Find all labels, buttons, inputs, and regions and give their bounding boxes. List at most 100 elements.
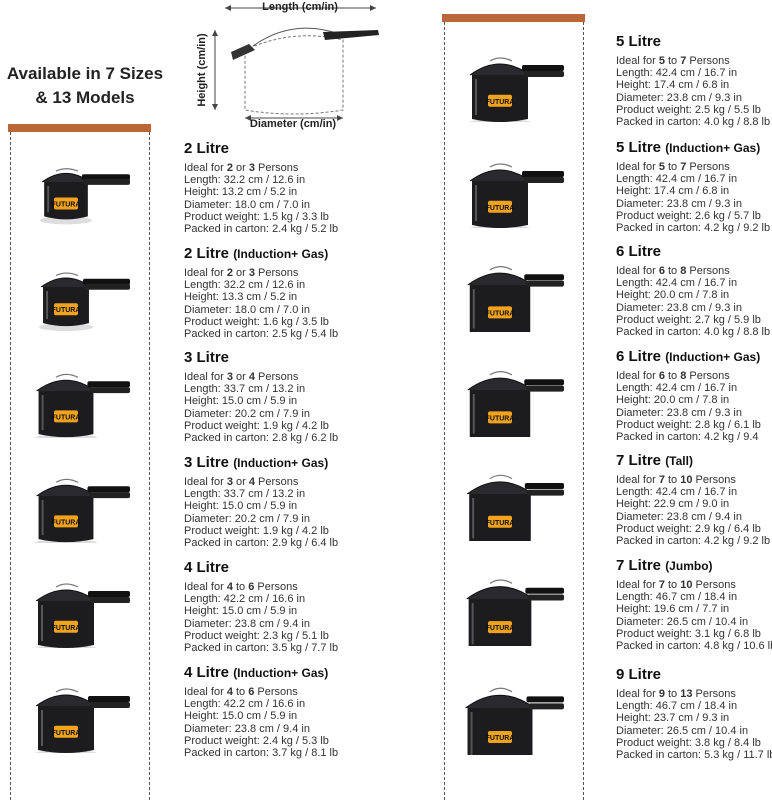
height-line: Height: 15.0 cm / 5.9 in [184, 395, 298, 408]
right-model-5-brand-text: FUTURA [486, 625, 515, 632]
diameter-line: Diameter: 23.8 cm / 9.3 in [616, 91, 742, 104]
carton-line: Packed in carton: 2.5 kg / 5.4 lb [184, 328, 339, 341]
diameter-line: Diameter: 23.8 cm / 9.4 in [184, 722, 310, 735]
right-model-3-handle-top [524, 379, 564, 386]
left-model-4-lid [35, 589, 97, 602]
left-model-4-specs: 4 Litre Ideal for 4 to 6 Persons Length:… [184, 559, 414, 654]
height-line: Height: 19.6 cm / 7.7 in [616, 603, 730, 616]
main-handle [323, 30, 379, 40]
model-title: 2 Litre [184, 140, 230, 157]
right-model-3-lid [467, 377, 533, 391]
left-model-5-specs: 4 Litre (Induction+ Gas) Ideal for 4 to … [184, 664, 414, 759]
right-model-6-brand-badge [488, 730, 512, 743]
left-model-3-handle-top [87, 486, 130, 493]
carton-line: Packed in carton: 4.8 kg / 10.6 lb [616, 640, 772, 653]
right-model-5-image: FUTURA [448, 551, 573, 657]
left-column-frame [10, 132, 150, 800]
left-model-0-shadow [40, 216, 92, 225]
right-model-0-handle-bottom [524, 71, 564, 77]
model-title: 4 Litre (Induction+ Gas) [184, 664, 329, 681]
model-title: 3 Litre [184, 349, 230, 366]
right-model-6-specs: 9 Litre Ideal for 9 to 13 Persons Length… [616, 666, 772, 761]
left-model-0-handle-bottom [83, 178, 130, 185]
weight-line: Product weight: 2.3 kg / 5.1 lb [184, 629, 329, 642]
left-model-4-image: FUTURA [14, 553, 139, 653]
diameter-line: Diameter: 18.0 cm / 7.0 in [184, 198, 310, 211]
right-column-frame [444, 22, 584, 800]
left-model-4-brand-badge [54, 620, 78, 633]
right-model-2-handle-top [524, 274, 564, 281]
right-model-0-lid [469, 63, 531, 76]
right-model-2-lid [467, 272, 533, 286]
ideal-for-line: Ideal for 4 to 6 Persons [184, 581, 298, 593]
left-column-bar [8, 124, 151, 132]
ideal-for-line: Ideal for 4 to 6 Persons [184, 686, 298, 698]
side-handle [231, 44, 255, 60]
length-line: Length: 46.7 cm / 18.4 in [616, 700, 738, 713]
right-model-1-image: FUTURA [448, 133, 573, 233]
left-model-2-image: FUTURA [14, 343, 139, 443]
left-model-4-brand-text: FUTURA [52, 625, 81, 632]
ideal-for-line: Ideal for 3 or 4 Persons [184, 371, 299, 383]
ideal-for-line: Ideal for 9 to 13 Persons [616, 688, 736, 700]
left-model-2-lid [36, 379, 96, 392]
left-model-5-handle-top [88, 696, 130, 702]
headline-line-1: Available in 7 Sizes [6, 64, 164, 83]
model-title: 7 Litre (Jumbo) [616, 557, 713, 574]
weight-line: Product weight: 3.1 kg / 6.8 lb [616, 627, 761, 640]
right-model-2-specs: 6 Litre Ideal for 6 to 8 Persons Length:… [616, 243, 772, 338]
left-model-3-image: FUTURA [14, 448, 139, 548]
diameter-line: Diameter: 23.8 cm / 9.4 in [616, 510, 742, 523]
weight-line: Product weight: 1.9 kg / 4.2 lb [184, 419, 329, 432]
right-model-2-image: FUTURA [448, 237, 573, 341]
left-model-0-brand-badge [54, 197, 78, 210]
ideal-for-line: Ideal for 3 or 4 Persons [184, 476, 299, 488]
height-line: Height: 22.9 cm / 9.0 in [616, 498, 730, 511]
height-line: Height: 23.7 cm / 9.3 in [616, 712, 730, 725]
carton-line: Packed in carton: 4.2 kg / 9.2 lb [616, 222, 771, 235]
model-title: 2 Litre (Induction+ Gas) [184, 245, 329, 262]
right-model-6-handle-bottom [528, 703, 564, 710]
length-label: Length (cm/in) [262, 1, 338, 13]
right-model-1-lid [469, 169, 531, 182]
model-title: 4 Litre [184, 559, 230, 576]
left-model-2-specs: 3 Litre Ideal for 3 or 4 Persons Length:… [184, 349, 414, 444]
diameter-line: Diameter: 20.2 cm / 7.9 in [184, 512, 310, 525]
weight-line: Product weight: 1.6 kg / 3.5 lb [184, 315, 329, 328]
left-model-5-brand-text: FUTURA [52, 730, 81, 737]
right-model-4-handle-top [524, 483, 564, 489]
diameter-line: Diameter: 23.8 cm / 9.4 in [184, 617, 310, 630]
left-model-4-handle-bottom [90, 597, 130, 603]
weight-line: Product weight: 2.8 kg / 6.1 lb [616, 418, 761, 431]
weight-line: Product weight: 1.5 kg / 3.3 lb [184, 210, 329, 223]
model-title: 5 Litre (Induction+ Gas) [616, 139, 761, 156]
carton-line: Packed in carton: 4.0 kg / 8.8 lb [616, 116, 771, 129]
left-model-1-brand-badge [54, 303, 78, 316]
right-model-6-image: FUTURA [448, 660, 573, 768]
length-line: Length: 33.7 cm / 13.2 in [184, 383, 306, 396]
left-model-0-specs: 2 Litre Ideal for 2 or 3 Persons Length:… [184, 140, 414, 235]
left-model-1-brand-text: FUTURA [52, 307, 81, 314]
height-line: Height: 17.4 cm / 6.8 in [616, 79, 730, 92]
length-line: Length: 42.4 cm / 16.7 in [616, 173, 738, 186]
right-model-1-handle-top [522, 171, 564, 177]
headline-line-2: & 13 Models [35, 88, 135, 107]
left-model-2-handle-bottom [89, 387, 130, 394]
left-model-4-handle-top [88, 591, 130, 597]
length-line: Length: 42.4 cm / 16.7 in [616, 382, 738, 395]
left-model-3-brand-text: FUTURA [52, 519, 81, 526]
carton-line: Packed in carton: 2.8 kg / 6.2 lb [184, 432, 339, 445]
right-model-3-image: FUTURA [448, 342, 573, 446]
left-model-3-brand-badge [54, 515, 78, 528]
height-line: Height: 13.3 cm / 5.2 in [184, 291, 298, 304]
length-line: Length: 32.2 cm / 12.6 in [184, 279, 306, 292]
left-model-2-brand-text: FUTURA [52, 414, 81, 421]
left-model-5-handle-bottom [90, 702, 130, 708]
diameter-label: Diameter (cm/in) [250, 118, 337, 130]
height-line: Height: 15.0 cm / 5.9 in [184, 500, 298, 513]
length-line: Length: 32.2 cm / 12.6 in [184, 174, 306, 187]
length-line: Length: 42.4 cm / 16.7 in [616, 486, 738, 499]
model-title: 6 Litre [616, 243, 662, 260]
model-title: 9 Litre [616, 666, 662, 683]
left-model-3-handle-bottom [89, 492, 130, 499]
